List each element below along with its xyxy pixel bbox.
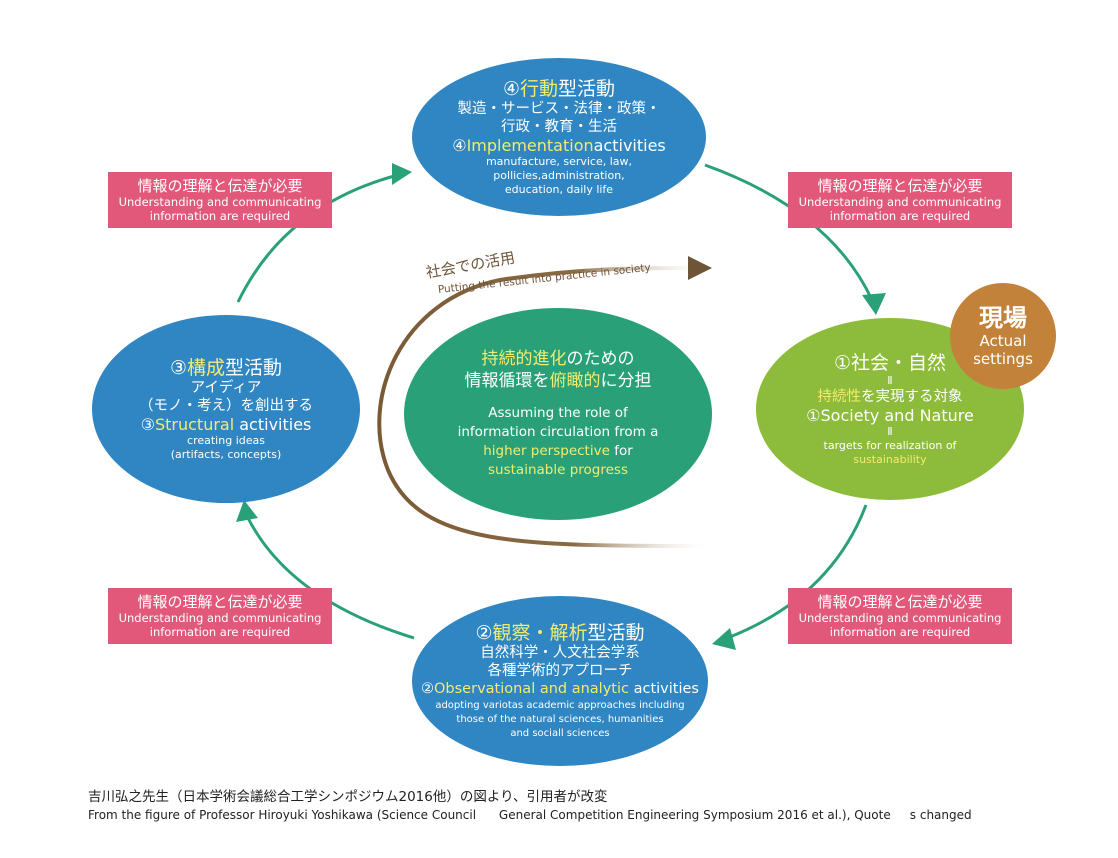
observational-en-title: ②Observational and analytic activities (421, 680, 699, 697)
structural-jp-line1: アイディア (190, 379, 262, 396)
info-box-en-line2: information are required (829, 625, 971, 639)
implementation-activities-ellipse: ④行動型活動 製造・サービス・法律・政策・ 行政・教育・生活 ④Implemen… (412, 58, 706, 216)
center-ellipse: 持続的進化のための 情報循環を俯瞰的に分担 Assuming the role … (404, 308, 712, 520)
center-en-line3: higher perspective for (483, 443, 633, 459)
observational-activities-ellipse: ②観察・解析型活動 自然科学・人文社会学系 各種学術的アプローチ ②Observ… (412, 596, 708, 766)
society-en-title: ①Society and Nature (806, 405, 974, 425)
info-box-en-line1: Understanding and communicating (118, 195, 322, 209)
info-box-bottom-right: 情報の理解と伝達が必要 Understanding and communicat… (788, 588, 1012, 644)
implementation-en-title: ④Implementationactivities (452, 135, 666, 155)
center-en-line1: Assuming the role of (488, 405, 628, 421)
badge-jp: 現場 (979, 304, 1027, 332)
info-box-jp: 情報の理解と伝達が必要 (137, 177, 303, 195)
badge-en-line2: settings (973, 350, 1033, 368)
info-box-jp: 情報の理解と伝達が必要 (817, 593, 983, 611)
observational-desc-line3: and sociall sciences (510, 727, 610, 739)
arrowhead-implementation (392, 163, 412, 185)
observational-title: ②観察・解析型活動 (475, 621, 645, 644)
info-box-en-line1: Understanding and communicating (118, 611, 322, 625)
structural-desc-line2: (artifacts, concepts) (170, 447, 282, 461)
footer-jp: 吉川弘之先生（日本学術会議総合工学シンポジウム2016他）の図より、引用者が改変 (88, 789, 608, 805)
structural-title: ③構成型活動 (169, 356, 283, 379)
implementation-title: ④行動型活動 (502, 77, 616, 100)
structural-en-title: ③Structural activities (140, 414, 312, 434)
implementation-jp-line1: 製造・サービス・法律・政策・ (457, 100, 661, 117)
actual-settings-badge: 現場 Actual settings (950, 283, 1056, 389)
structural-desc-line1: creating ideas (187, 433, 265, 447)
info-box-en-line2: information are required (829, 209, 971, 223)
society-jp-line: 持続性を実現する対象 (817, 388, 963, 405)
footer-en: From the figure of Professor Hiroyuki Yo… (88, 808, 972, 822)
structural-jp-line2: （モノ・考え）を創出する (139, 397, 313, 414)
structural-activities-ellipse: ③構成型活動 アイディア （モノ・考え）を創出する ③Structural ac… (92, 315, 360, 503)
arrowhead-observational (712, 628, 736, 650)
badge-en-line1: Actual (979, 332, 1027, 350)
implementation-desc-line1: manufacture, service, law, (485, 154, 633, 168)
info-box-jp: 情報の理解と伝達が必要 (817, 177, 983, 195)
arrowhead-society (862, 293, 886, 315)
info-box-top-right: 情報の理解と伝達が必要 Understanding and communicat… (788, 172, 1012, 228)
info-box-bottom-left: 情報の理解と伝達が必要 Understanding and communicat… (108, 588, 332, 644)
observational-desc-line1: adopting variotas academic approaches in… (435, 699, 685, 711)
info-box-en-line2: information are required (149, 625, 291, 639)
implementation-desc-line2: pollicies,administration, (493, 168, 625, 182)
arrow-society-to-observational (721, 504, 868, 642)
society-desc-line1: targets for realization of (823, 438, 957, 452)
practice-arrowhead (688, 256, 712, 280)
society-equals-small: Ⅱ (887, 424, 893, 438)
center-jp-line2: 情報循環を俯瞰的に分担 (464, 371, 652, 391)
info-box-en-line1: Understanding and communicating (798, 195, 1002, 209)
observational-jp-line2: 各種学術的アプローチ (487, 662, 633, 679)
observational-desc-line2: those of the natural sciences, humanitie… (456, 713, 664, 725)
center-en-line2: information circulation from a (457, 424, 659, 440)
implementation-jp-line2: 行政・教育・生活 (501, 118, 617, 135)
observational-jp-line1: 自然科学・人文社会学系 (480, 644, 640, 661)
society-title: ①社会・自然 (833, 351, 947, 374)
society-desc-hl: sustainability (853, 452, 927, 466)
info-box-en-line1: Understanding and communicating (798, 611, 1002, 625)
implementation-desc-line3: education, daily life (504, 182, 614, 196)
info-box-top-left: 情報の理解と伝達が必要 Understanding and communicat… (108, 172, 332, 228)
society-equals: Ⅱ (887, 373, 893, 387)
info-box-jp: 情報の理解と伝達が必要 (137, 593, 303, 611)
practice-curve (377, 266, 706, 548)
info-box-en-line2: information are required (149, 209, 291, 223)
center-jp-line1: 持続的進化のための (481, 349, 635, 369)
center-en-line4: sustainable progress (488, 462, 628, 478)
arrowhead-structural (236, 500, 258, 522)
